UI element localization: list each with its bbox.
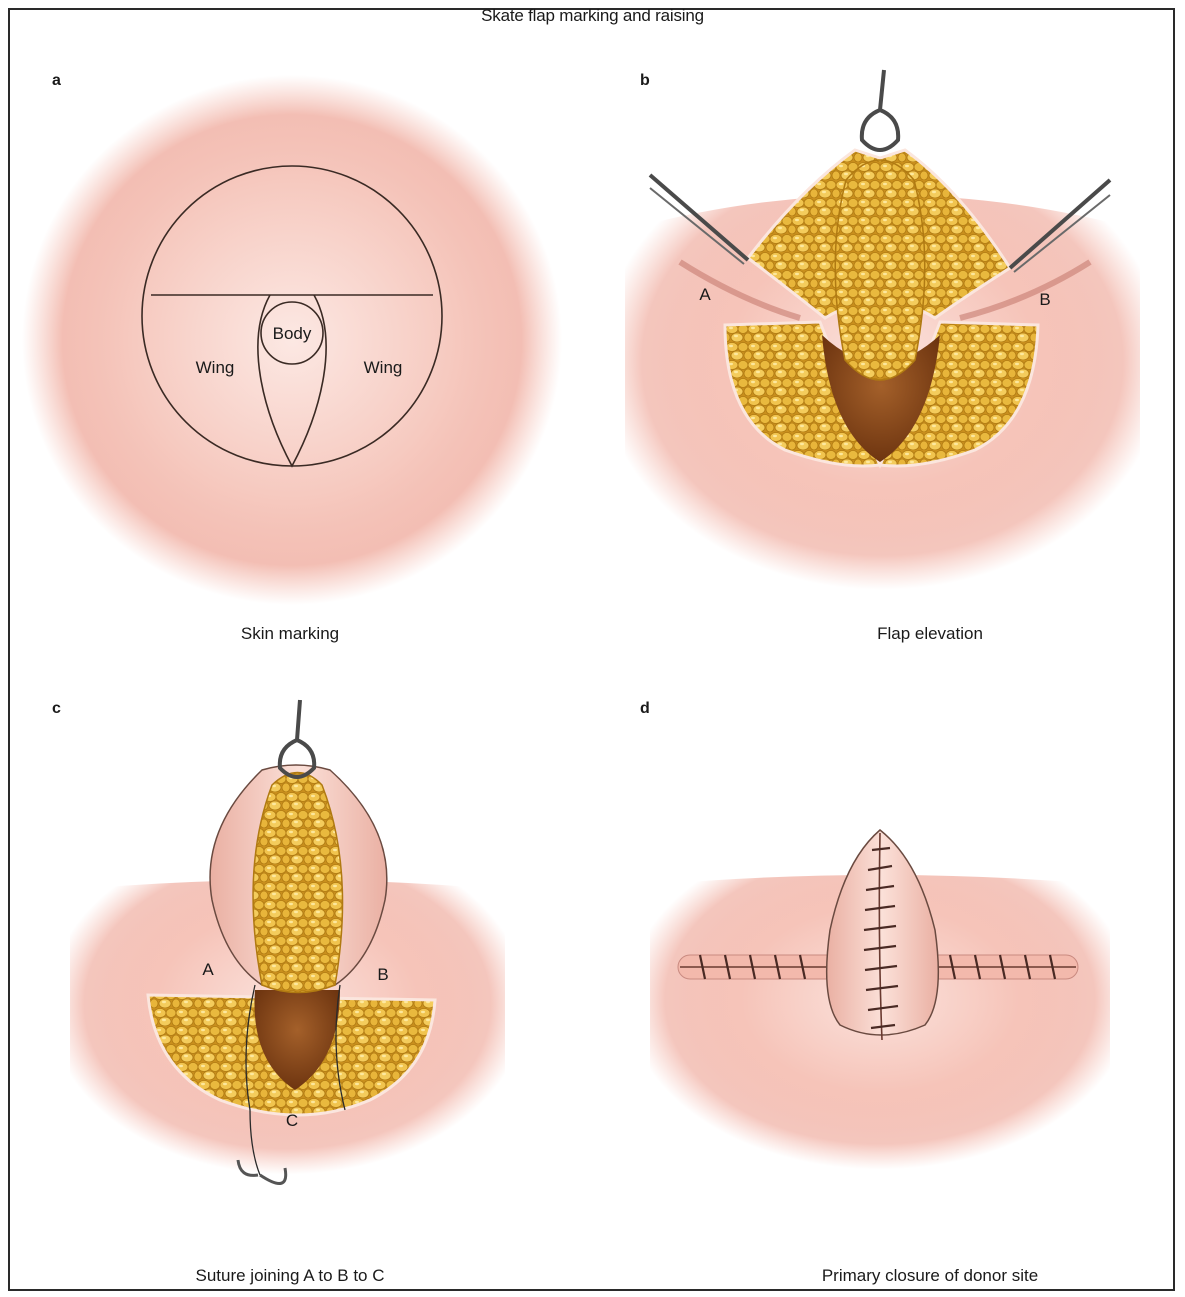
- panel-d-closure: [650, 830, 1110, 1185]
- panel-c-point-b-label: B: [377, 965, 388, 984]
- panel-b-letter: b: [640, 72, 650, 90]
- panel-d-nipple-cone: [827, 830, 939, 1035]
- panel-b-flap-body: [835, 160, 925, 380]
- panel-a-wing-left-label: Wing: [196, 358, 235, 377]
- panel-b-flap-elevation: A B: [625, 70, 1140, 611]
- panel-c-point-c-label: C: [286, 1111, 298, 1130]
- panel-b-point-b-label: B: [1039, 290, 1050, 309]
- panel-c-flap-fat: [253, 773, 343, 993]
- panel-d-letter: d: [640, 700, 650, 718]
- panel-a-wing-right-label: Wing: [364, 358, 403, 377]
- panel-a-caption: Skin marking: [80, 624, 500, 644]
- panel-a-letter: a: [52, 72, 61, 90]
- panel-b-skin-hook: [862, 70, 898, 150]
- panel-a-body-label: Body: [273, 324, 312, 343]
- panel-b-point-a-label: A: [699, 285, 711, 304]
- panel-c-suturing: A B C: [70, 700, 505, 1190]
- panel-d-caption: Primary closure of donor site: [720, 1266, 1140, 1286]
- panel-c-caption: Suture joining A to B to C: [80, 1266, 500, 1286]
- panel-c-letter: c: [52, 700, 61, 718]
- panel-a-skin-marking: Body Wing Wing: [22, 75, 562, 605]
- panel-b-caption: Flap elevation: [720, 624, 1140, 644]
- panel-c-point-a-label: A: [202, 960, 214, 979]
